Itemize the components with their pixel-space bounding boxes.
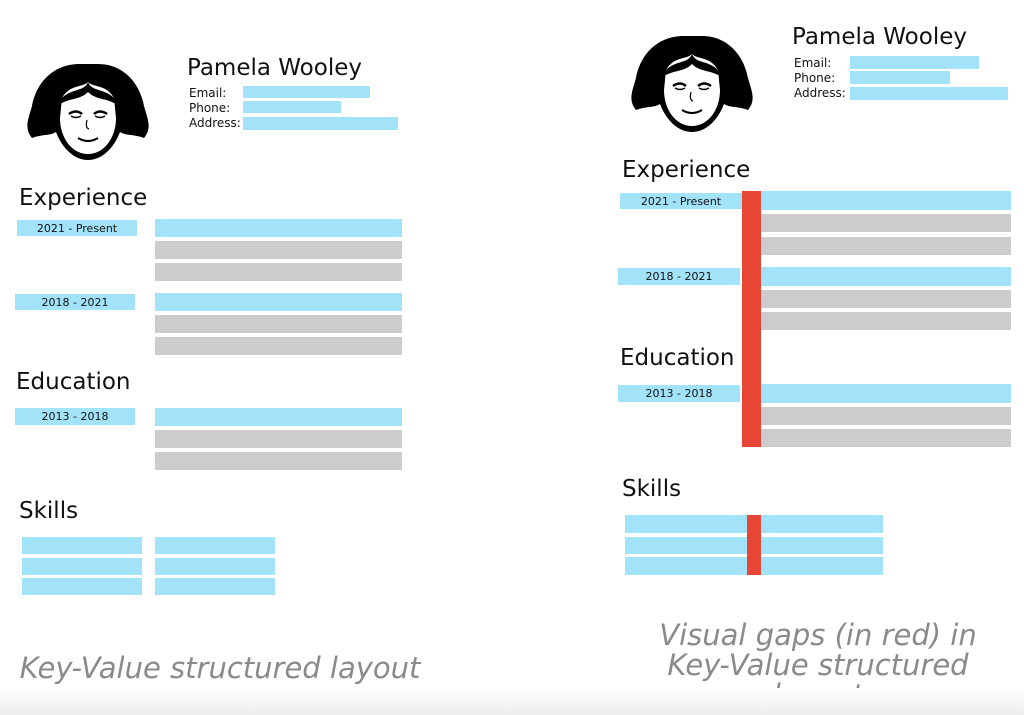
experience-detail-bar bbox=[155, 241, 402, 259]
woman-avatar-icon bbox=[631, 36, 753, 132]
skill-bar bbox=[22, 537, 142, 554]
visual-gap-highlight bbox=[742, 191, 761, 447]
experience-value-bar bbox=[155, 293, 402, 311]
phone-value-bar bbox=[243, 101, 341, 113]
education-detail-bar bbox=[761, 407, 1011, 425]
phone-label: Phone: bbox=[794, 71, 836, 85]
education-detail-bar bbox=[155, 452, 402, 470]
phone-value-bar bbox=[850, 71, 950, 84]
address-label: Address: bbox=[794, 86, 846, 100]
education-date-1: 2013 - 2018 bbox=[618, 385, 740, 402]
phone-label: Phone: bbox=[189, 101, 231, 115]
email-value-bar bbox=[850, 56, 979, 69]
education-value-bar bbox=[742, 384, 1011, 403]
experience-detail-bar bbox=[761, 312, 1011, 330]
education-heading: Education bbox=[16, 369, 131, 395]
email-label: Email: bbox=[794, 56, 832, 70]
experience-detail-bar bbox=[155, 337, 402, 355]
email-value-bar bbox=[243, 86, 370, 98]
skill-bar bbox=[22, 578, 142, 595]
address-value-bar bbox=[850, 87, 1008, 100]
experience-value-bar bbox=[742, 267, 1011, 286]
experience-value-bar bbox=[742, 191, 1011, 210]
experience-date-1: 2021 - Present bbox=[17, 220, 137, 236]
education-detail-bar bbox=[155, 430, 402, 448]
person-name: Pamela Wooley bbox=[187, 55, 362, 81]
experience-detail-bar bbox=[761, 237, 1011, 255]
experience-detail-bar bbox=[155, 315, 402, 333]
skill-bar bbox=[155, 537, 275, 554]
skill-bar bbox=[155, 578, 275, 595]
education-date-1: 2013 - 2018 bbox=[15, 408, 135, 425]
education-heading: Education bbox=[620, 345, 735, 371]
experience-date-2: 2018 - 2021 bbox=[618, 268, 740, 285]
skills-heading: Skills bbox=[19, 498, 79, 524]
person-name: Pamela Wooley bbox=[792, 24, 967, 50]
email-label: Email: bbox=[189, 86, 227, 100]
experience-heading: Experience bbox=[622, 157, 751, 183]
address-value-bar bbox=[243, 117, 398, 130]
experience-date-2: 2018 - 2021 bbox=[15, 294, 135, 310]
education-value-bar bbox=[155, 408, 402, 426]
experience-detail-bar bbox=[761, 290, 1011, 308]
education-detail-bar bbox=[761, 429, 1011, 447]
experience-detail-bar bbox=[155, 263, 402, 281]
bottom-fade bbox=[0, 688, 1024, 715]
skill-bar bbox=[155, 558, 275, 575]
experience-value-bar bbox=[155, 219, 402, 237]
skill-bar bbox=[22, 558, 142, 575]
visual-gap-highlight bbox=[747, 515, 761, 575]
experience-heading: Experience bbox=[19, 185, 148, 211]
experience-detail-bar bbox=[761, 214, 1011, 232]
skills-heading: Skills bbox=[622, 476, 682, 502]
address-label: Address: bbox=[189, 116, 241, 130]
woman-avatar-icon bbox=[27, 64, 149, 160]
experience-date-1: 2021 - Present bbox=[620, 193, 742, 209]
left-caption: Key-Value structured layout bbox=[19, 651, 421, 685]
